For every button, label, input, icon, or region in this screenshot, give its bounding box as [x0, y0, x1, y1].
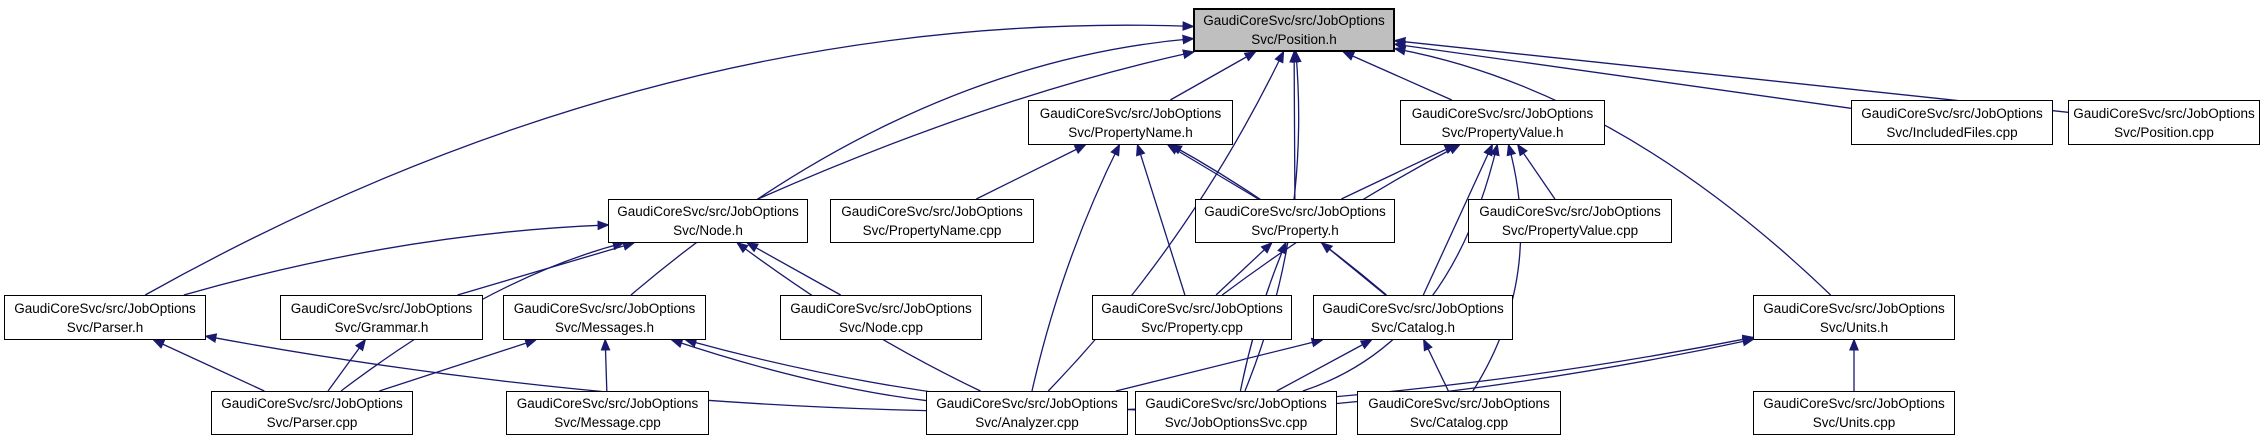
- node-label-line2: Svc/Messages.h: [554, 319, 655, 335]
- node-label-line1: GaudiCoreSvc/src/JobOptions: [2073, 105, 2255, 121]
- node-label-line2: Svc/PropertyName.cpp: [862, 223, 1002, 238]
- node-label-line1: GaudiCoreSvc/src/JobOptions: [516, 396, 699, 411]
- include-edge-joboptionssvc-cpp-to-propertyvalue-h: [1302, 143, 1500, 392]
- node-label-line1: GaudiCoreSvc/src/JobOptions: [1411, 105, 1594, 121]
- node-label-line2: Svc/Units.cpp: [1812, 415, 1896, 430]
- include-edge-propertyname-h-to-position-h: [1169, 51, 1257, 101]
- include-edge-property-h-to-position-h: [1289, 50, 1300, 200]
- include-edge-node-h-to-position-h: [757, 49, 1196, 200]
- graph-edge-group: [144, 21, 2069, 412]
- node-label-line2: Svc/Units.h: [1819, 319, 1889, 335]
- node-label-line2: Svc/PropertyValue.h: [1441, 124, 1564, 140]
- include-edge-parser-h-to-position-h: [144, 21, 1195, 296]
- include-edge-property-cpp-to-propertyname-h: [1136, 143, 1186, 296]
- include-edge-property-h-to-propertyvalue-h: [1341, 144, 1457, 200]
- include-edge-analyzer-cpp-to-messages-h: [670, 338, 927, 402]
- node-label-line1: GaudiCoreSvc/src/JobOptions: [1101, 300, 1283, 316]
- node-label-line1: GaudiCoreSvc/src/JobOptions: [1204, 204, 1386, 219]
- node-label-line2: Svc/Parser.cpp: [266, 415, 358, 430]
- include-edge-property-cpp-to-property-h: [1215, 241, 1273, 296]
- include-edge-catalog-cpp-to-catalog-h: [1423, 338, 1449, 392]
- node-label-line2: Svc/Property.cpp: [1141, 319, 1243, 335]
- node-label-line2: Svc/Position.h: [1251, 32, 1337, 47]
- node-label-line1: GaudiCoreSvc/src/JobOptions: [936, 396, 1118, 411]
- node-label-line1: GaudiCoreSvc/src/JobOptions: [841, 204, 1023, 219]
- node-label-line1: GaudiCoreSvc/src/JobOptions: [1203, 13, 1385, 28]
- include-edge-analyzer-cpp-to-propertyname-h: [1031, 143, 1121, 392]
- include-edge-joboptionssvc-cpp-to-catalog-h: [1276, 339, 1373, 392]
- include-edge-catalog-h-to-property-h: [1320, 241, 1386, 296]
- node-label-line1: GaudiCoreSvc/src/JobOptions: [1763, 300, 1945, 316]
- node-label-line2: Svc/Catalog.h: [1370, 319, 1456, 335]
- node-label-line1: GaudiCoreSvc/src/JobOptions: [290, 300, 473, 316]
- node-label-line1: GaudiCoreSvc/src/JobOptions: [221, 396, 403, 411]
- node-label-line2: Svc/Grammar.h: [334, 319, 429, 335]
- node-label-line1: GaudiCoreSvc/src/JobOptions: [14, 300, 196, 316]
- node-label-line2: Svc/Node.cpp: [838, 319, 924, 335]
- node-label-line1: GaudiCoreSvc/src/JobOptions: [790, 300, 972, 316]
- include-edge-parser-h-to-node-h: [183, 220, 610, 296]
- include-edge-node-cpp-to-node-h: [745, 242, 841, 296]
- include-edge-units-h-to-position-h: [1393, 45, 1832, 296]
- node-label-line1: GaudiCoreSvc/src/JobOptions: [1368, 396, 1550, 411]
- include-edge-message-cpp-to-messages-h: [600, 338, 611, 392]
- include-edge-includedfiles-cpp-to-position-h: [1393, 40, 1852, 109]
- node-label-line1: GaudiCoreSvc/src/JobOptions: [617, 204, 799, 219]
- node-label-line2: Svc/Parser.h: [66, 319, 144, 335]
- include-edge-catalog-cpp-to-propertyvalue-h: [1472, 143, 1522, 392]
- node-label-line1: GaudiCoreSvc/src/JobOptions: [1039, 105, 1222, 121]
- include-edge-propertyvalue-h-to-position-h: [1341, 51, 1453, 101]
- include-edge-parser-cpp-to-parser-h: [152, 339, 265, 392]
- include-edge-parser-cpp-to-node-h: [340, 240, 626, 392]
- include-edge-property-h-to-propertyname-h: [1166, 144, 1259, 200]
- node-label-line2: Svc/Message.cpp: [554, 415, 661, 430]
- include-edge-parser-cpp-to-messages-h: [379, 338, 538, 392]
- node-label-line1: GaudiCoreSvc/src/JobOptions: [513, 300, 696, 316]
- node-label-line1: GaudiCoreSvc/src/JobOptions: [1861, 105, 2043, 121]
- node-label-line2: Svc/Position.cpp: [2114, 124, 2214, 140]
- node-label-line1: GaudiCoreSvc/src/JobOptions: [1479, 204, 1661, 219]
- node-label-line2: Svc/Analyzer.cpp: [975, 415, 1079, 430]
- include-edge-analyzer-cpp-to-parser-h: [204, 333, 927, 412]
- node-label-line2: Svc/PropertyValue.cpp: [1501, 223, 1639, 238]
- node-label-line2: Svc/IncludedFiles.cpp: [1886, 124, 2018, 140]
- include-edge-propertyvalue-cpp-to-propertyvalue-h: [1516, 143, 1556, 200]
- node-label-line1: GaudiCoreSvc/src/JobOptions: [1145, 396, 1327, 411]
- include-edge-propertyname-cpp-to-propertyname-h: [976, 144, 1087, 200]
- include-edge-parser-cpp-to-grammar-h: [327, 338, 367, 392]
- node-label-line2: Svc/PropertyName.h: [1068, 124, 1193, 140]
- node-label-line2: Svc/JobOptionsSvc.cpp: [1164, 415, 1308, 430]
- node-label-line1: GaudiCoreSvc/src/JobOptions: [1322, 300, 1504, 316]
- include-edge-catalog-h-to-propertyvalue-h: [1422, 143, 1493, 296]
- node-label-line2: Svc/Property.h: [1251, 223, 1339, 238]
- node-label-line1: GaudiCoreSvc/src/JobOptions: [1763, 396, 1945, 411]
- include-edge-analyzer-cpp-to-position-h: [1047, 50, 1285, 392]
- node-label-line2: Svc/Catalog.cpp: [1409, 415, 1509, 430]
- node-label-line2: Svc/Node.h: [673, 223, 743, 238]
- include-edge-analyzer-cpp-to-catalog-h: [1115, 337, 1324, 392]
